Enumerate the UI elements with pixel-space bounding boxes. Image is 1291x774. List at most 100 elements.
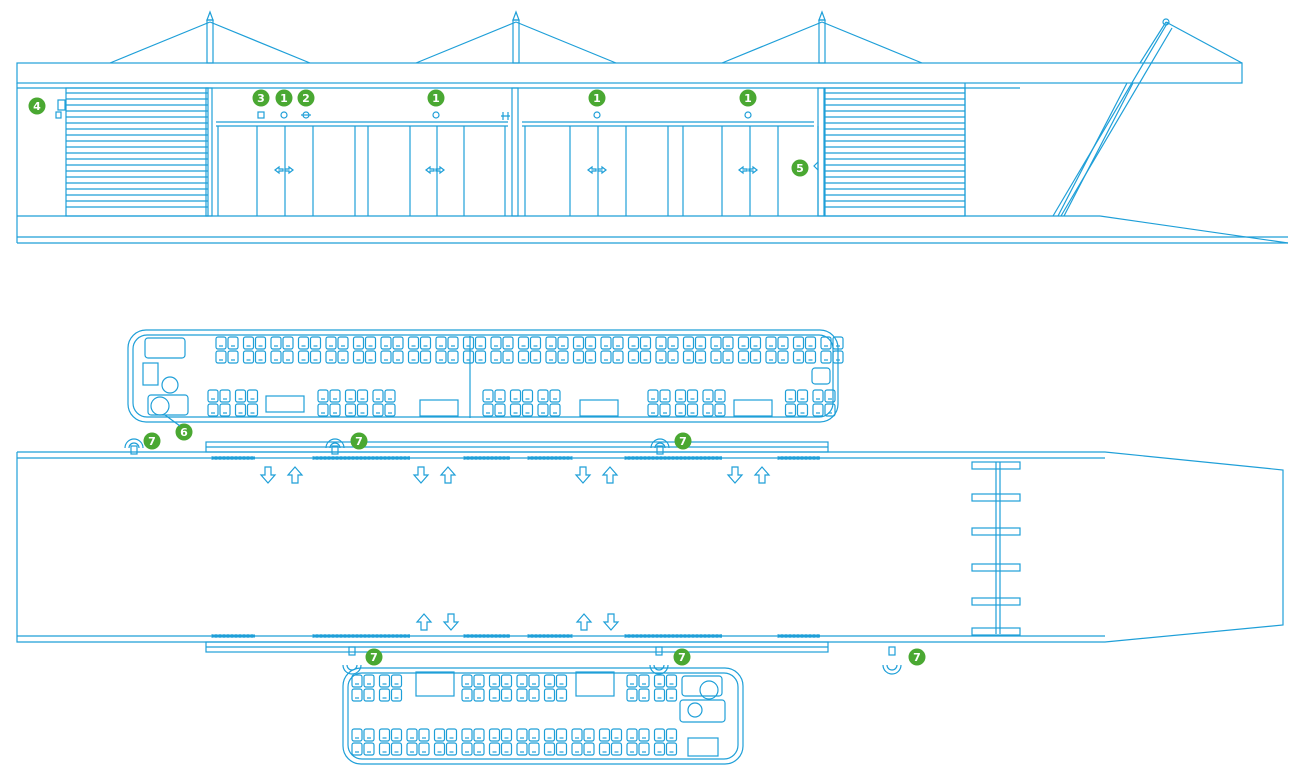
bus-seat bbox=[270, 336, 282, 350]
bus-seat bbox=[352, 336, 365, 350]
bus-seat bbox=[317, 403, 329, 417]
bus-seat bbox=[488, 688, 501, 702]
bus-seat bbox=[812, 389, 824, 403]
bus-seat bbox=[488, 674, 501, 688]
number-marker: 2 bbox=[297, 89, 315, 107]
bus-seat bbox=[227, 336, 239, 350]
wall-device-icon bbox=[813, 161, 819, 171]
platform-edge-bottom bbox=[205, 634, 829, 653]
bus-seat bbox=[473, 688, 485, 702]
right-louvre-wall bbox=[824, 83, 966, 217]
bus-seat bbox=[543, 728, 556, 742]
bus-seat bbox=[351, 742, 363, 756]
bus-seat bbox=[792, 336, 805, 350]
bus-seat bbox=[521, 389, 534, 403]
mast bbox=[818, 19, 826, 64]
bus-seat bbox=[626, 728, 638, 742]
bus-seat bbox=[461, 674, 473, 688]
wifi-signal-icon bbox=[650, 438, 670, 455]
bus-seat bbox=[516, 728, 528, 742]
marker-label: 7 bbox=[679, 435, 687, 448]
bus-seat bbox=[390, 742, 403, 756]
bus-seat bbox=[494, 389, 506, 403]
bus-seat bbox=[509, 403, 522, 417]
bus-seat bbox=[329, 389, 341, 403]
bus-seat bbox=[473, 674, 485, 688]
bus-seat bbox=[356, 389, 369, 403]
marker-label: 7 bbox=[370, 651, 378, 664]
marker-label: 7 bbox=[148, 435, 156, 448]
boarding-arrow-icon bbox=[726, 466, 744, 484]
bus-seat bbox=[694, 350, 707, 364]
platform-edge-top bbox=[205, 441, 829, 460]
driver-cab-top bbox=[142, 337, 189, 416]
bus-seat bbox=[246, 403, 259, 417]
driver-cab-bottom bbox=[679, 675, 726, 757]
bus-seat bbox=[824, 403, 836, 417]
boarding-arrow-icon bbox=[602, 613, 620, 631]
bus-seat bbox=[812, 403, 824, 417]
columns bbox=[205, 87, 825, 217]
marker-label: 5 bbox=[796, 162, 804, 175]
bus-seat bbox=[572, 350, 585, 364]
bus-seat bbox=[351, 728, 363, 742]
bus-seat bbox=[419, 350, 432, 364]
bus-seat bbox=[804, 336, 817, 350]
bus-seat bbox=[227, 350, 239, 364]
bus-seat bbox=[494, 403, 506, 417]
bus-seat bbox=[372, 389, 384, 403]
bus-seat bbox=[665, 674, 678, 688]
bus-seat bbox=[667, 336, 679, 350]
bus-seat bbox=[516, 688, 528, 702]
bus-seat bbox=[665, 728, 678, 742]
marker-label: 2 bbox=[302, 92, 310, 105]
bus-seat bbox=[647, 389, 659, 403]
bus-seat bbox=[352, 350, 365, 364]
bus-seat bbox=[356, 403, 369, 417]
wifi-signal-icon bbox=[325, 438, 345, 455]
bus-seat bbox=[737, 350, 750, 364]
bus-seat bbox=[639, 336, 652, 350]
bus-seat bbox=[474, 336, 487, 350]
bus-seat bbox=[509, 389, 522, 403]
bus-seat bbox=[490, 336, 502, 350]
bus-seat bbox=[378, 728, 391, 742]
bus-seat bbox=[584, 350, 597, 364]
bus-seat bbox=[384, 403, 396, 417]
bus-seat bbox=[804, 350, 817, 364]
marker-label: 1 bbox=[280, 92, 288, 105]
bus-seat bbox=[406, 728, 418, 742]
door-sensor-icon bbox=[593, 111, 601, 119]
bus-seat bbox=[714, 389, 726, 403]
bus-seat bbox=[702, 403, 714, 417]
bus-seat bbox=[309, 350, 322, 364]
bus-seat bbox=[488, 742, 501, 756]
door-header-icons bbox=[257, 111, 819, 171]
bus-seat bbox=[710, 350, 722, 364]
boarding-arrow-icon bbox=[415, 613, 433, 631]
bus-seat bbox=[282, 336, 294, 350]
bus-seat bbox=[363, 688, 375, 702]
sliding-door-arrows-icon bbox=[425, 165, 445, 175]
bus-seat bbox=[474, 350, 487, 364]
bus-seat bbox=[380, 336, 392, 350]
bus-seat bbox=[447, 350, 459, 364]
bus-seat bbox=[254, 350, 267, 364]
number-marker: 7 bbox=[350, 432, 368, 450]
number-marker: 6 bbox=[175, 423, 193, 441]
marker-label: 7 bbox=[913, 651, 921, 664]
bus-seat bbox=[710, 336, 722, 350]
door-sensor-icon bbox=[744, 111, 752, 119]
number-marker: 1 bbox=[275, 89, 293, 107]
boarding-arrow-icon bbox=[601, 466, 619, 484]
bus-seat bbox=[543, 742, 556, 756]
boarding-arrows-bottom bbox=[415, 613, 620, 631]
bus-seat bbox=[653, 688, 666, 702]
bus-seat bbox=[461, 728, 473, 742]
bus-seat bbox=[392, 350, 404, 364]
bus-seat bbox=[219, 389, 231, 403]
boarding-arrow-icon bbox=[574, 466, 592, 484]
bus-seat bbox=[215, 336, 227, 350]
